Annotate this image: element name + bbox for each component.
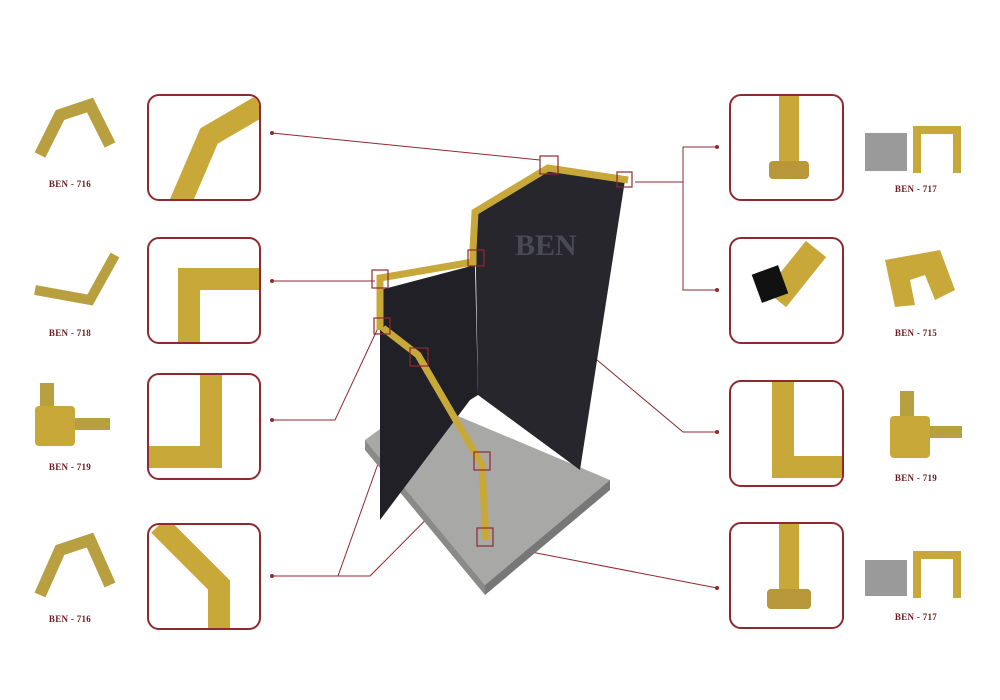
product-image-ben-718	[30, 245, 120, 310]
detail-box-right-2	[729, 237, 844, 344]
part-label: BEN - 718	[48, 328, 92, 338]
part-label: BEN - 719	[48, 462, 92, 472]
connector-line	[271, 132, 541, 161]
detail-box-right-3	[729, 380, 844, 487]
glass-panel-right	[475, 170, 625, 470]
part-label: BEN - 717	[894, 184, 938, 194]
part-label: BEN - 716	[48, 179, 92, 189]
detail-box-right-4	[729, 522, 844, 629]
product-image-ben-716	[30, 95, 120, 165]
product-image-ben-719	[30, 378, 120, 453]
product-image-ben-719	[885, 388, 965, 468]
product-image-ben-715	[880, 245, 960, 310]
product-image-ben-716	[30, 530, 120, 605]
part-label: BEN - 716	[48, 614, 92, 624]
product-image-ben-717	[862, 125, 962, 180]
detail-box-left-2	[147, 237, 261, 344]
part-label: BEN - 717	[894, 612, 938, 622]
part-label: BEN - 715	[894, 328, 938, 338]
railing-model: BEN	[365, 155, 633, 595]
detail-box-left-3	[147, 373, 261, 480]
brand-logo-watermark: BEN	[515, 229, 577, 262]
part-label: BEN - 719	[894, 473, 938, 483]
detail-box-left-4	[147, 523, 261, 630]
detail-box-right-1	[729, 94, 844, 201]
connector-line	[272, 327, 379, 421]
product-image-ben-717	[862, 550, 962, 605]
detail-box-left-1	[147, 94, 261, 201]
connector-line	[682, 146, 717, 291]
glass-panel-left	[380, 265, 478, 520]
